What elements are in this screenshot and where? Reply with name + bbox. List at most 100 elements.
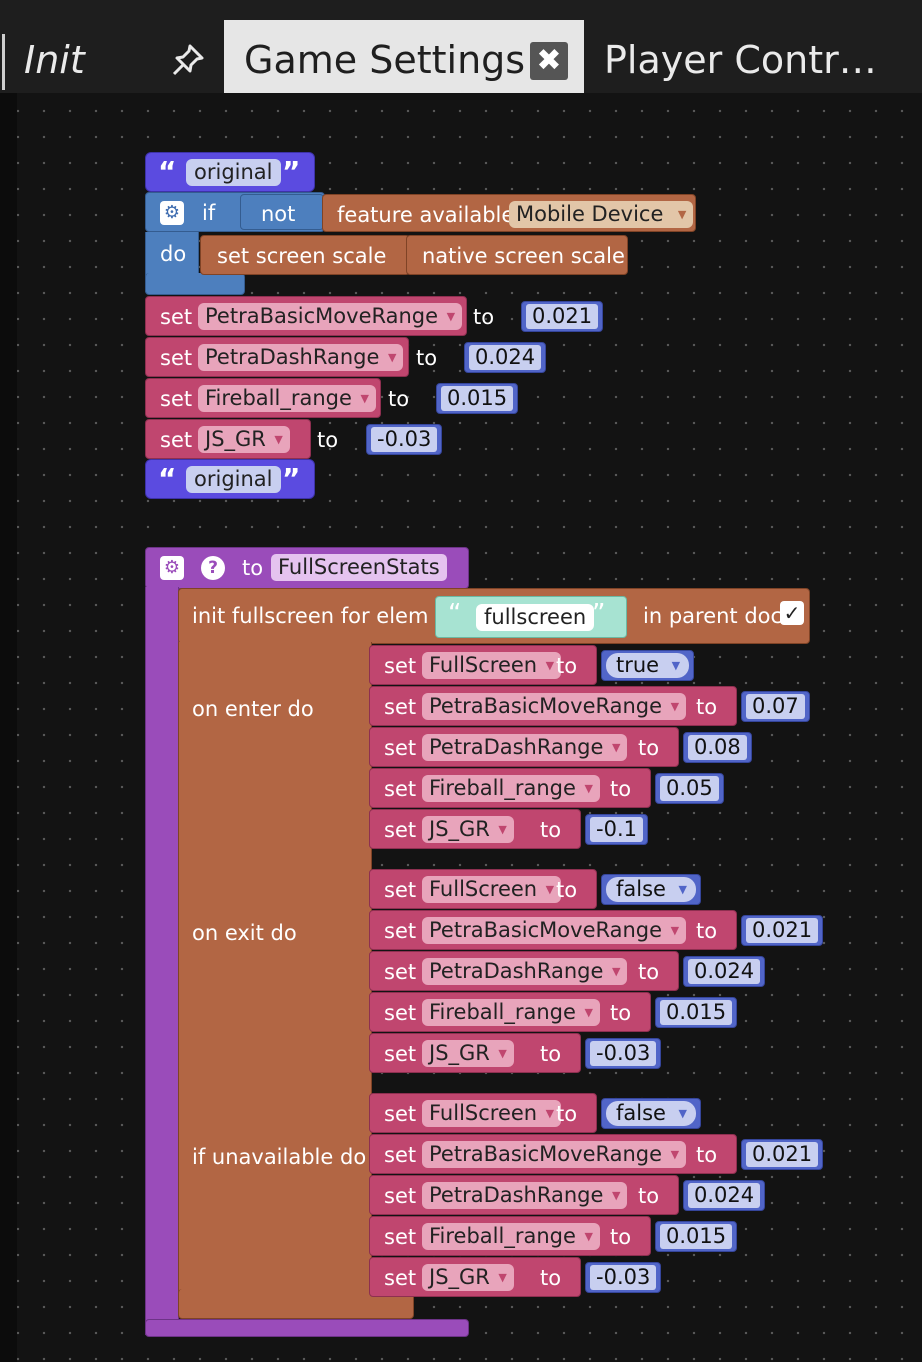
variable-dropdown[interactable]: JS_GR▼ [422,1264,514,1291]
number-block[interactable]: 0.021 [741,915,824,946]
number-value[interactable]: 0.024 [469,345,542,370]
number-value[interactable]: -0.03 [371,427,438,452]
number-block[interactable]: 0.015 [655,997,738,1028]
number-block[interactable]: 0.015 [655,1221,738,1252]
comment-text[interactable]: original [186,159,281,186]
feature-available-block[interactable]: feature available Mobile Device ▼ [322,194,696,232]
comment-block-end[interactable]: “ original ” [145,459,315,499]
number-block[interactable]: 0.024 [464,342,547,373]
boolean-value[interactable]: true [616,653,660,677]
number-value[interactable]: 0.024 [694,1183,755,1207]
boolean-block[interactable]: false▼ [601,874,701,905]
procedure-name[interactable]: FullScreenStats [271,554,447,581]
text-block[interactable]: “ fullscreen ” [435,596,627,638]
variable-dropdown[interactable]: FullScreen▼ [422,876,562,903]
number-block[interactable]: 0.05 [655,773,724,804]
number-value[interactable]: 0.07 [752,694,799,718]
variable-dropdown[interactable]: PetraBasicMoveRange▼ [422,1141,687,1168]
native-screen-scale-block[interactable]: native screen scale [406,235,628,275]
variable-dropdown[interactable]: PetraDashRange▼ [198,344,404,371]
number-value[interactable]: -0.1 [596,817,637,841]
variable-dropdown[interactable]: PetraBasicMoveRange▼ [198,303,463,330]
variable-dropdown[interactable]: PetraDashRange▼ [422,734,628,761]
number-value[interactable]: -0.03 [596,1265,651,1289]
set-block[interactable]: set PetraBasicMoveRange▼ to [145,296,494,336]
boolean-block[interactable]: false▼ [601,1098,701,1129]
number-block[interactable]: 0.08 [683,732,752,763]
number-value[interactable]: 0.015 [666,1224,727,1248]
gear-icon[interactable]: ⚙ [160,556,184,580]
variable-dropdown[interactable]: FullScreen▼ [422,1100,562,1127]
init-fullscreen-block[interactable]: init fullscreen for elem “ fullscreen ” … [178,588,810,644]
boolean-block[interactable]: true▼ [601,650,695,681]
variable-dropdown[interactable]: Fireball_range▼ [422,999,600,1026]
comment-block-start[interactable]: “ original ” [145,152,315,192]
variable-dropdown[interactable]: Fireball_range▼ [198,385,376,412]
number-block[interactable]: 0.021 [741,1139,824,1170]
gear-icon[interactable]: ⚙ [160,201,184,225]
number-value[interactable]: 0.08 [694,735,741,759]
variable-dropdown[interactable]: PetraBasicMoveRange▼ [422,693,687,720]
set-block[interactable]: set PetraDashRange▼ to [145,337,437,377]
blocks-workspace[interactable]: “ original ” ⚙ if do not feature availab… [0,93,922,1362]
number-value[interactable]: 0.015 [666,1000,727,1024]
tab-init[interactable]: Init [0,20,224,103]
number-block[interactable]: 0.07 [741,691,810,722]
variable-dropdown[interactable]: JS_GR▼ [422,816,514,843]
set-block[interactable]: set Fireball_range▼ to [145,378,409,418]
pin-icon[interactable] [168,40,208,84]
number-value[interactable]: 0.021 [526,304,599,329]
number-block[interactable]: 0.015 [436,383,519,414]
variable-dropdown[interactable]: FullScreen▼ [422,652,562,679]
number-block[interactable]: 0.024 [683,1180,766,1211]
comment-text[interactable]: original [186,466,281,493]
text-value[interactable]: fullscreen [476,604,595,631]
number-block[interactable]: 0.021 [521,301,604,332]
number-block[interactable]: -0.1 [585,814,648,845]
not-block[interactable]: not [240,194,324,230]
number-value[interactable]: 0.021 [752,918,813,942]
set-block[interactable]: set JS_GR▼ to [145,419,338,459]
number-value[interactable]: 0.05 [666,776,713,800]
number-block[interactable]: -0.03 [366,424,443,455]
variable-dropdown[interactable]: PetraDashRange▼ [422,1182,628,1209]
number-value[interactable]: -0.03 [596,1041,651,1065]
variable-dropdown[interactable]: PetraDashRange▼ [422,958,628,985]
variable-dropdown[interactable]: PetraBasicMoveRange▼ [422,917,687,944]
number-value[interactable]: 0.024 [694,959,755,983]
number-value[interactable]: 0.021 [752,1142,813,1166]
feature-dropdown[interactable]: Mobile Device ▼ [509,201,694,228]
number-block[interactable]: -0.03 [585,1262,662,1293]
number-block[interactable]: -0.03 [585,1038,662,1069]
variable-dropdown[interactable]: Fireball_range▼ [422,775,600,802]
number-block[interactable]: 0.024 [683,956,766,987]
set-screen-scale-block[interactable]: set screen scale [200,235,410,275]
variable-dropdown[interactable]: Fireball_range▼ [422,1223,600,1250]
parent-doc-checkbox[interactable]: ✓ [780,601,804,625]
procedure-header[interactable]: ⚙ ? to FullScreenStats [145,547,469,589]
variable-dropdown[interactable]: JS_GR▼ [198,426,290,453]
tab-player-controls[interactable]: Player Contr… [584,20,922,103]
number-value[interactable]: 0.015 [441,386,514,411]
tab-game-settings[interactable]: Game Settings ✖ [224,20,584,103]
boolean-value[interactable]: false [616,1101,666,1125]
close-icon[interactable]: ✖ [530,42,568,80]
variable-dropdown[interactable]: JS_GR▼ [422,1040,514,1067]
boolean-value[interactable]: false [616,877,666,901]
help-icon[interactable]: ? [201,556,225,580]
